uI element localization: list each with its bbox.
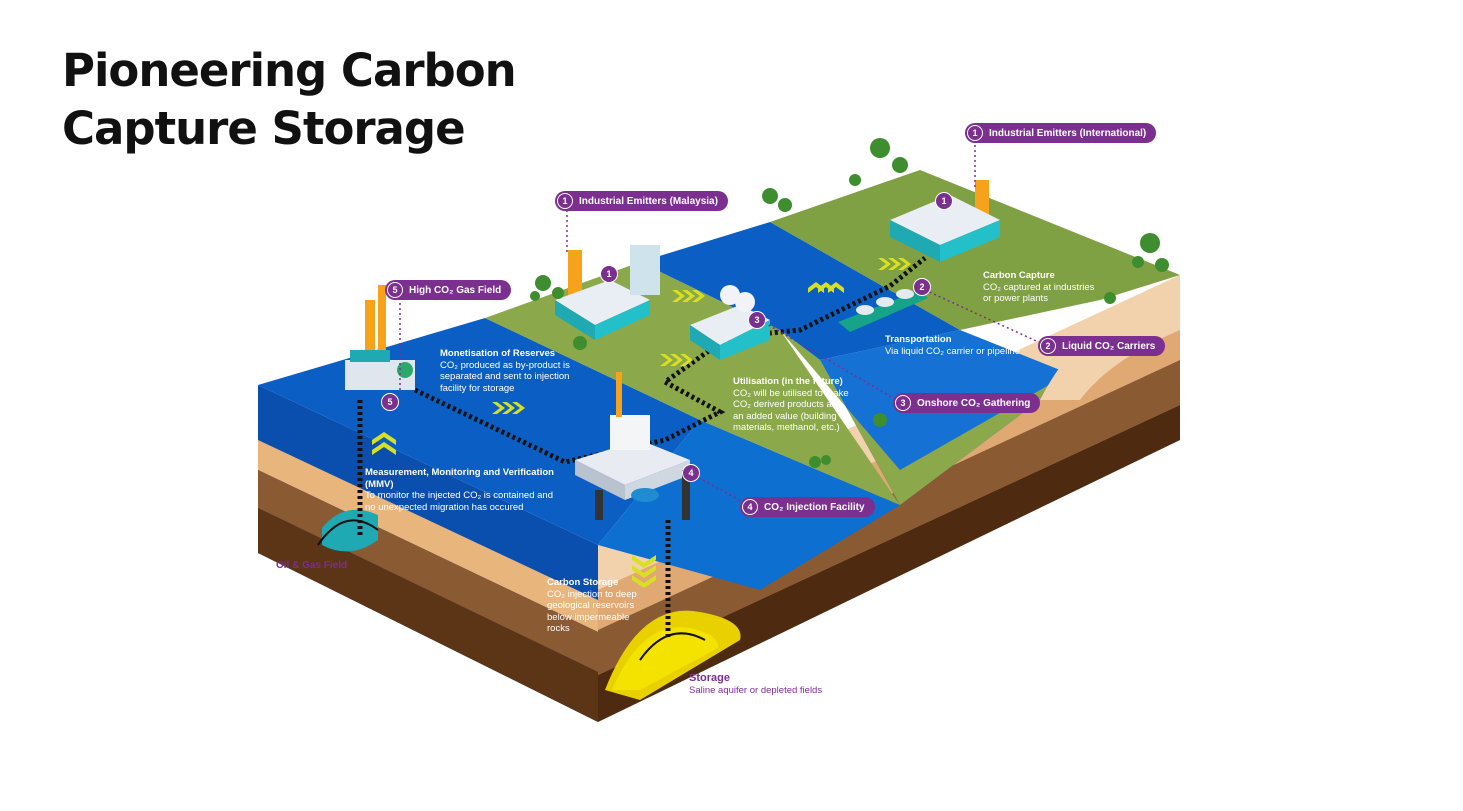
info-monetisation: Monetisation of Reserves CO₂ produced as… — [440, 348, 570, 394]
info-title: Transportation — [885, 334, 952, 345]
info-carbon-capture: Carbon Capture CO₂ captured at industrie… — [983, 270, 1094, 305]
info-utilisation: Utilisation (in the future) CO₂ will be … — [733, 376, 849, 434]
injection-platform — [575, 372, 690, 520]
label-oil-gas-field: Oil & Gas Field — [276, 560, 348, 571]
title-line-1: Pioneering Carbon — [62, 44, 517, 97]
info-line: Via liquid CO₂ carrier or pipeline — [885, 345, 1020, 357]
info-line: materials, methanol, etc.) — [733, 422, 840, 433]
badge-2: 2 — [913, 278, 931, 296]
land-center — [780, 275, 1180, 505]
badge-1-malaysia: 1 — [600, 265, 618, 283]
info-line: Saline aquifer or depleted fields — [689, 684, 823, 696]
label-high-co2-gas-field: 5 High CO₂ Gas Field — [385, 280, 512, 300]
info-title: Carbon Storage — [547, 577, 619, 588]
oil-gas-reservoir — [317, 519, 379, 546]
info-carbon-storage: Carbon Storage CO₂ injection to deep geo… — [547, 577, 637, 635]
page-title: Pioneering Carbon Capture Storage — [62, 42, 517, 158]
label-co2-injection-facility: 4 CO₂ Injection Facility — [740, 497, 875, 517]
land-international — [770, 170, 1180, 330]
info-title: Storage — [689, 672, 730, 684]
block-front-left-face — [258, 385, 598, 722]
info-title: Measurement, Monitoring and Verification — [365, 467, 554, 478]
international-factory — [890, 180, 1000, 262]
badge-5: 5 — [381, 393, 399, 411]
label-number: 2 — [1040, 338, 1056, 354]
info-line: CO₂ captured at industries — [983, 281, 1095, 293]
info-line: or power plants — [983, 293, 1048, 304]
label-text: CO₂ Injection Facility — [764, 501, 865, 513]
label-text: High CO₂ Gas Field — [409, 284, 502, 296]
label-liquid-co2-carriers: 2 Liquid CO₂ Carriers — [1038, 336, 1166, 356]
sea-strait — [640, 222, 960, 360]
label-number: 4 — [742, 499, 758, 515]
label-number: 5 — [387, 282, 403, 298]
storage-reservoir — [639, 632, 706, 661]
badge-4: 4 — [682, 464, 700, 482]
badge-1-international: 1 — [935, 192, 953, 210]
label-text: Liquid CO₂ Carriers — [1062, 340, 1156, 352]
info-mmv: Measurement, Monitoring and Verification… — [365, 467, 554, 513]
co2-carrier-ship — [838, 289, 928, 332]
malaysia-factory — [555, 245, 660, 340]
info-title: Monetisation of Reserves — [440, 348, 556, 359]
info-line: CO₂ produced as by-product is — [440, 359, 570, 371]
label-number: 1 — [967, 125, 983, 141]
trees — [530, 138, 1169, 468]
flow-chevrons — [372, 258, 911, 588]
info-transportation: Transportation Via liquid CO₂ carrier or… — [885, 334, 1020, 357]
label-number: 3 — [895, 395, 911, 411]
label-text: Industrial Emitters (International) — [989, 127, 1147, 139]
info-line: separated and sent to injection — [440, 371, 570, 382]
info-line: To monitor the injected CO₂ is contained… — [365, 490, 553, 501]
label-text: Onshore CO₂ Gathering — [917, 397, 1031, 409]
high-co2-gas-platform — [345, 285, 415, 390]
info-line: no unexpected migration has occured — [365, 501, 524, 513]
info-line: geological reservoirs — [547, 600, 635, 611]
info-title: Carbon Capture — [983, 270, 1055, 281]
info-line: CO₂ will be utilised to make — [733, 387, 849, 399]
badge-3: 3 — [748, 311, 766, 329]
info-title-2: (MMV) — [365, 478, 394, 490]
label-text: Industrial Emitters (Malaysia) — [579, 195, 718, 207]
info-line: below impermeable — [547, 611, 630, 623]
label-industrial-emitters-international: 1 Industrial Emitters (International) — [965, 123, 1157, 143]
info-line: facility for storage — [440, 382, 515, 394]
info-line: rocks — [547, 623, 570, 634]
info-line: an added value (building — [733, 410, 837, 422]
label-number: 1 — [557, 193, 573, 209]
info-line: CO₂ derived products as — [733, 399, 837, 410]
leader-lines — [399, 145, 1046, 507]
info-storage: Storage Saline aquifer or depleted field… — [689, 672, 823, 696]
info-title: Utilisation (in the future) — [733, 376, 843, 387]
label-onshore-co2-gathering: 3 Onshore CO₂ Gathering — [893, 393, 1041, 413]
info-line: CO₂ injection to deep — [547, 588, 637, 600]
label-industrial-emitters-malaysia: 1 Industrial Emitters (Malaysia) — [555, 191, 728, 211]
title-line-2: Capture Storage — [62, 102, 466, 155]
